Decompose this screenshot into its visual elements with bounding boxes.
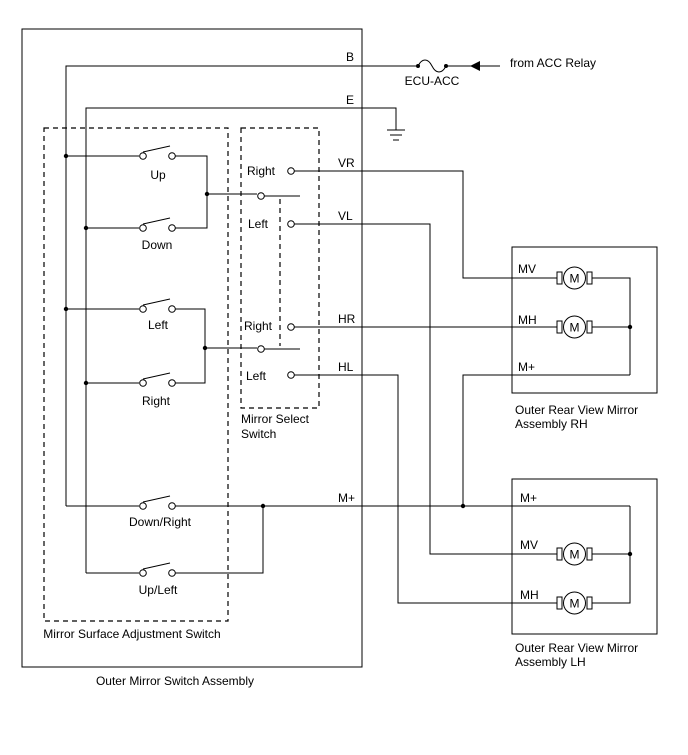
- b-wire: [65, 65, 418, 506]
- select-switch-box: [240, 127, 320, 409]
- down-switch-label: Down: [142, 238, 173, 252]
- select-right-1-label: Right: [247, 164, 276, 178]
- adjustment-switch-box: [43, 127, 229, 622]
- rh-mh-label: MH: [518, 313, 537, 327]
- lh-mh-label: MH: [520, 588, 539, 602]
- left-right-wiring: [66, 308, 206, 384]
- select-left-2-label: Left: [246, 369, 267, 383]
- acc-arrow: [470, 61, 480, 71]
- rh-mv-label: MV: [518, 262, 536, 276]
- right-switch-blade: [142, 372, 171, 380]
- ground-symbol: [387, 129, 405, 141]
- rh-title-1: Outer Rear View Mirror: [515, 403, 638, 417]
- svg-text:M: M: [570, 272, 580, 286]
- up-left-switch-blade: [142, 562, 171, 570]
- select-switch-label-2: Switch: [241, 427, 276, 441]
- lh-title-2: Assembly LH: [515, 655, 586, 669]
- select-right-2-label: Right: [244, 319, 273, 333]
- down-right-switch-blade: [142, 495, 171, 503]
- svg-text:M: M: [570, 597, 580, 611]
- switch-assembly-box: [21, 28, 363, 668]
- fuse-label: ECU-ACC: [405, 74, 460, 88]
- up-down-wiring: [66, 155, 208, 229]
- svg-text:M: M: [570, 321, 580, 335]
- terminal-e-label: E: [346, 93, 354, 107]
- lh-mv-label: MV: [520, 538, 538, 552]
- select-switch-label-1: Mirror Select: [241, 412, 310, 426]
- rh-mv-motor-icon: M: [556, 266, 593, 290]
- up-left-switch-label: Up/Left: [139, 583, 178, 597]
- vl-wire: [294, 223, 557, 555]
- down-right-switch-label: Down/Right: [129, 515, 192, 529]
- lh-internal-wiring: [592, 506, 631, 604]
- rh-mplus-wire: [462, 374, 630, 506]
- rh-mplus-label: M+: [518, 360, 535, 374]
- adjustment-switch-label: Mirror Surface Adjustment Switch: [43, 627, 220, 641]
- hr-label: HR: [338, 312, 356, 326]
- e-wire: [85, 107, 397, 573]
- rh-mirror-box: [511, 246, 658, 394]
- select-left-1-label: Left: [248, 217, 269, 231]
- up-switch-blade: [142, 145, 171, 153]
- lh-mplus-label: M+: [520, 491, 537, 505]
- rh-internal-wiring: [592, 277, 631, 375]
- hl-wire: [294, 374, 557, 604]
- terminal-b-label: B: [346, 50, 354, 64]
- vr-label: VR: [338, 156, 355, 170]
- from-acc-label: from ACC Relay: [510, 56, 596, 70]
- svg-text:M: M: [570, 548, 580, 562]
- vr-wire: [294, 170, 557, 279]
- down-switch-blade: [142, 217, 171, 225]
- hl-label: HL: [338, 360, 354, 374]
- left-switch-label: Left: [148, 318, 169, 332]
- rh-mh-motor-icon: M: [556, 315, 593, 339]
- lh-mv-motor-icon: M: [556, 542, 593, 566]
- assembly-label: Outer Mirror Switch Assembly: [96, 674, 254, 688]
- rh-title-2: Assembly RH: [515, 417, 588, 431]
- vl-label: VL: [338, 209, 353, 223]
- right-switch-label: Right: [142, 394, 171, 408]
- up-switch-label: Up: [150, 168, 166, 182]
- left-switch-blade: [142, 298, 171, 306]
- lh-mirror-box: [511, 478, 658, 635]
- lh-mh-motor-icon: M: [556, 591, 593, 615]
- mplus-label: M+: [338, 491, 355, 505]
- up-left-wiring: [86, 506, 264, 574]
- fuse-symbol: [417, 59, 447, 73]
- lh-title-1: Outer Rear View Mirror: [515, 641, 638, 655]
